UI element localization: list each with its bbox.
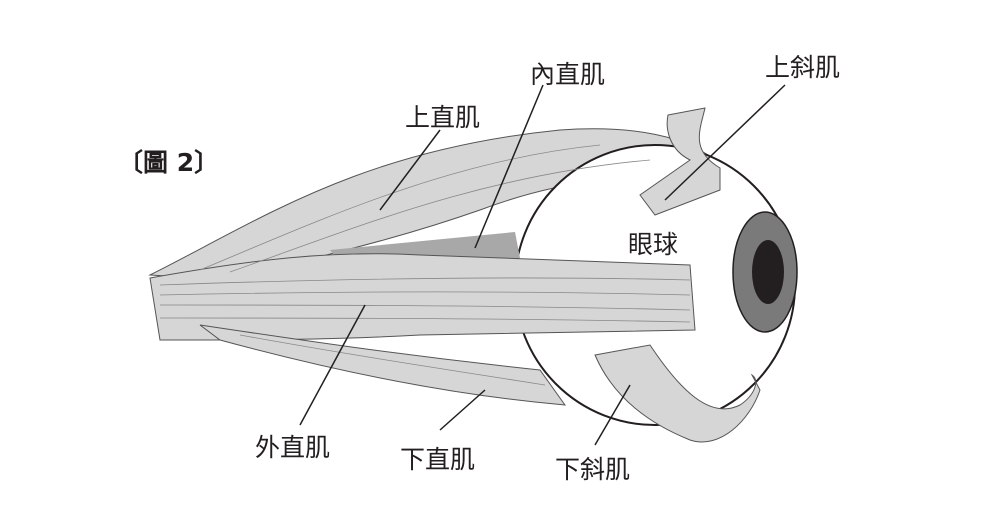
lateral-rectus-shape (149, 253, 696, 341)
inferior-rectus-shape (199, 324, 567, 406)
label-lateral-rectus: 外直肌 (255, 433, 331, 462)
label-superior-oblique: 上斜肌 (765, 53, 841, 82)
pupil-shape (752, 240, 784, 304)
label-inferior-oblique: 下斜肌 (555, 455, 631, 484)
label-inferior-rectus: 下直肌 (400, 445, 476, 474)
label-superior-rectus: 上直肌 (405, 103, 481, 132)
leader-lines (299, 84, 786, 446)
label-medial-rectus: 內直肌 (530, 60, 606, 89)
inferior-oblique-shape (594, 344, 761, 443)
figure-label: 〔圖 2〕 (118, 148, 220, 177)
muscle-striations (159, 144, 691, 386)
label-eyeball: 眼球 (628, 230, 679, 259)
superior-oblique-shape (639, 107, 721, 216)
